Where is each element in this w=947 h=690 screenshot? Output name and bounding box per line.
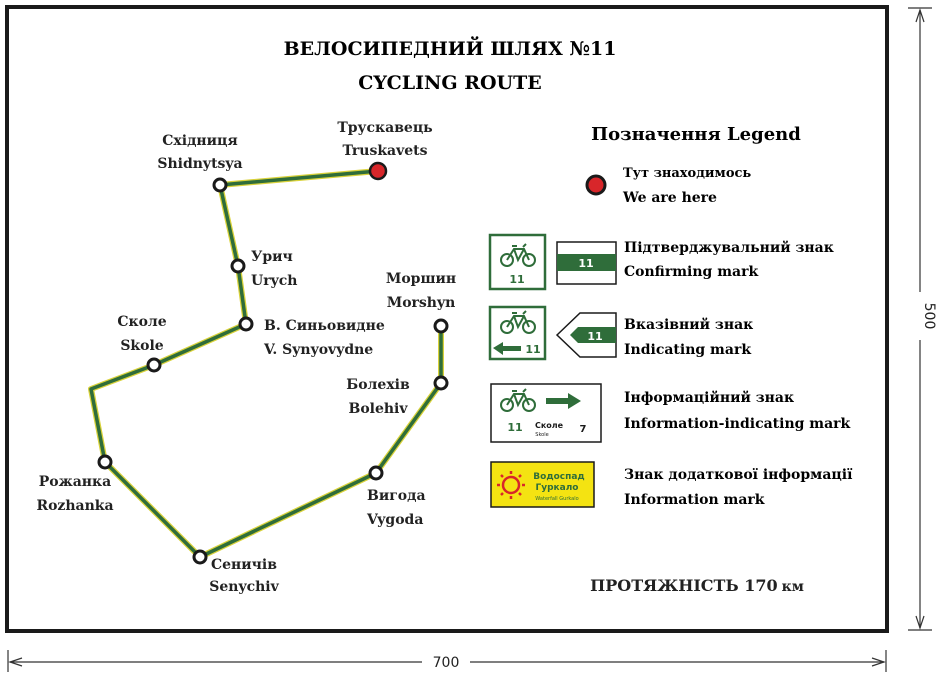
label-truskavets-en: Truskavets (343, 143, 428, 159)
title-en: CYCLING ROUTE (358, 72, 541, 94)
label-bolehiv-ua: Болехів (346, 377, 410, 393)
info-mark-line1: Водоспад (533, 472, 584, 482)
label-synyovydne-ua: В. Синьовидне (264, 318, 385, 334)
label-rozhanka-en: Rozhanka (36, 498, 113, 514)
label-synyovydne-en: V. Synyovydne (263, 342, 373, 358)
label-bolehiv-en: Bolehiv (348, 401, 408, 417)
label-senychiv-en: Senychiv (209, 579, 279, 595)
indicate-mark-number: 11 (587, 330, 602, 343)
confirm-mark-plate: 11 (556, 241, 617, 285)
legend-confirm-en: Confirming mark (624, 264, 758, 280)
arrow-left-icon (493, 342, 521, 355)
confirm-sign-number: 11 (509, 273, 524, 286)
stop-synyovydne (238, 316, 254, 332)
indicate-sign-number: 11 (525, 343, 540, 356)
label-skole-en: Skole (120, 338, 163, 354)
bicycle-icon (500, 388, 536, 412)
legend-confirm-ua: Підтверджувальний знак (624, 239, 834, 256)
label-urych-en: Urych (251, 273, 297, 289)
legend-info-ua: Інформаційний знак (624, 389, 794, 406)
label-vygoda-en: Vygoda (366, 512, 423, 528)
route-line (89, 169, 443, 559)
legend-here-dot (585, 174, 607, 196)
height-dimension-label: 500 (921, 303, 937, 330)
confirm-mark-number: 11 (578, 257, 593, 270)
label-shidnytsya-en: Shidnytsya (157, 156, 242, 172)
info-mark-line3: Waterfall Gurkalo (535, 496, 578, 502)
indicate-mark-plate: 11 (555, 312, 617, 358)
we-are-here-marker (368, 161, 388, 181)
stop-rozhanka (97, 454, 113, 470)
legend-indicate-ua: Вказівний знак (624, 316, 753, 333)
legend-title: Позначення Legend (591, 124, 801, 145)
label-truskavets-ua: Трускавець (337, 120, 432, 136)
stop-vygoda (368, 465, 384, 481)
info-sign-distance: 7 (580, 424, 587, 435)
label-rozhanka-ua: Рожанка (39, 474, 112, 490)
info-sign-place-small: Skole (535, 432, 548, 438)
legend-extra-ua: Знак додаткової інформації (624, 467, 853, 483)
confirm-sign-bike: 11 (488, 233, 547, 291)
bicycle-icon (500, 243, 536, 267)
label-morshyn-en: Morshyn (387, 295, 456, 311)
sun-icon (497, 471, 525, 499)
bicycle-icon (500, 310, 536, 334)
label-urych-ua: Урич (251, 249, 293, 265)
stop-skole (146, 357, 162, 373)
info-sign-place: Сколе (535, 421, 564, 430)
stop-bolehiv (433, 375, 449, 391)
stop-senychiv (192, 549, 208, 565)
label-skole-ua: Сколе (117, 314, 166, 330)
info-sign-number: 11 (507, 421, 522, 434)
info-indicating-sign: 11 Сколе Skole 7 (490, 383, 602, 443)
stop-shidnytsya (212, 177, 228, 193)
title-ua: ВЕЛОСИПЕДНИЙ ШЛЯХ №11 (284, 36, 617, 60)
map-frame (5, 5, 889, 633)
label-vygoda-ua: Вигода (367, 488, 426, 504)
width-dimension (7, 650, 887, 672)
route-length-value: ПРОТЯЖНІСТЬ 170 (590, 576, 778, 595)
legend-here-ua: Тут знаходимось (623, 166, 751, 181)
height-dimension (908, 7, 932, 631)
label-senychiv-ua: Сеничів (211, 557, 277, 573)
arrow-right-icon (546, 393, 581, 409)
info-mark-line2: Гуркало (535, 483, 578, 493)
route-length-unit: км (782, 579, 804, 595)
stop-morshyn (433, 318, 449, 334)
indicate-sign-bike: 11 (488, 305, 547, 361)
legend-info-en: Information-indicating mark (624, 416, 851, 432)
information-mark-sign: Водоспад Гуркало Waterfall Gurkalo (490, 461, 595, 508)
legend-indicate-en: Indicating mark (624, 342, 751, 358)
label-morshyn-ua: Моршин (386, 271, 456, 287)
label-shidnytsya-ua: Східниця (162, 133, 237, 149)
legend-extra-en: Information mark (624, 492, 765, 508)
legend-here-en: We are here (622, 190, 717, 206)
stop-urych (230, 258, 246, 274)
width-dimension-label: 700 (433, 655, 460, 671)
route-stops (97, 177, 449, 565)
